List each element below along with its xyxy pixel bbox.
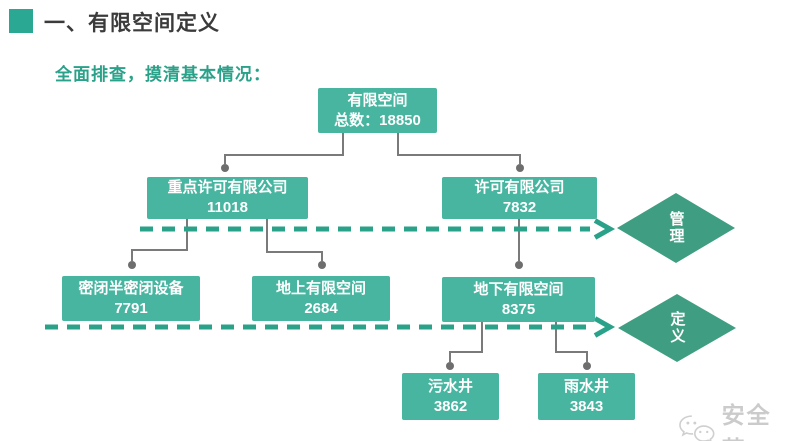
- node-label: 雨水井: [563, 377, 609, 395]
- diamond-management-label: 管理: [667, 211, 685, 245]
- node-label: 重点许可有限公司: [167, 179, 288, 197]
- node-sewage-well: 污水井 3862: [402, 373, 499, 420]
- node-value: 7832: [502, 199, 537, 216]
- node-key-permit-company: 重点许可有限公司 11018: [147, 177, 308, 219]
- node-rain-well: 雨水井 3843: [538, 373, 635, 420]
- arrowhead-management: [593, 218, 616, 240]
- node-value: 总数：18850: [334, 111, 421, 129]
- node-value: 3843: [569, 397, 604, 415]
- diamond-definition: 定义: [618, 294, 736, 362]
- wechat-logo-icon: [679, 415, 715, 441]
- title-bullet-square: [9, 9, 33, 33]
- node-value: 3862: [433, 397, 468, 415]
- watermark: 安全茂: [676, 396, 796, 441]
- node-permit-company: 许可有限公司 7832: [442, 177, 597, 219]
- node-limited-space-total: 有限空间 总数：18850: [318, 88, 437, 133]
- node-value: 8375: [501, 300, 536, 318]
- node-label: 地上有限空间: [275, 279, 366, 297]
- diamond-definition-label: 定义: [668, 311, 686, 345]
- tree-connectors: [131, 133, 588, 362]
- node-above-ground-space: 地上有限空间 2684: [252, 276, 390, 321]
- diamond-management: 管理: [617, 193, 735, 263]
- node-underground-space: 地下有限空间 8375: [442, 277, 595, 322]
- node-label: 污水井: [427, 377, 473, 395]
- node-label: 有限空间: [347, 91, 408, 109]
- node-label: 许可有限公司: [474, 179, 565, 197]
- page-title: 一、有限空间定义: [44, 12, 220, 35]
- subtitle-text: 全面排查，摸清基本情况：: [55, 65, 271, 84]
- node-enclosed-equipment: 密闭半密闭设备 7791: [62, 276, 200, 321]
- node-label: 地下有限空间: [473, 280, 564, 298]
- arrowhead-definition: [593, 316, 616, 338]
- watermark-brand: 安全茂: [721, 402, 772, 441]
- node-value: 11018: [207, 199, 248, 216]
- node-value: 2684: [304, 299, 338, 317]
- node-label: 密闭半密闭设备: [78, 279, 184, 297]
- node-value: 7791: [114, 299, 148, 317]
